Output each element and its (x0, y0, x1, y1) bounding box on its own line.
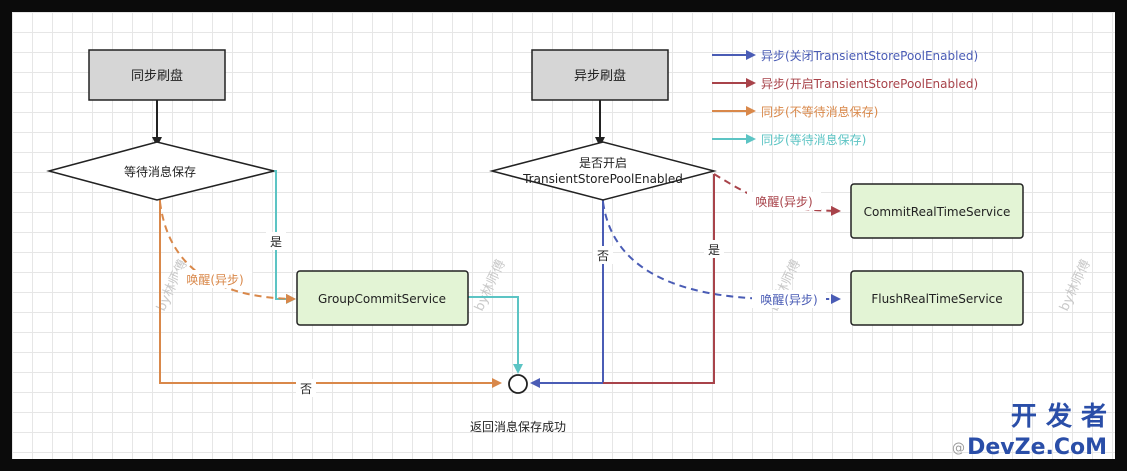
legend: 异步(关闭TransientStorePoolEnabled) 异步(开启Tra… (712, 49, 978, 147)
edge-pool-no-to-end (530, 200, 604, 388)
node-async-flush (531, 49, 669, 101)
edge-label-wake-flush: 唤醒(异步) (760, 293, 817, 307)
node-wait-save-label: 等待消息保存 (124, 164, 196, 179)
node-flush-realtime-label: FlushRealTimeService (871, 292, 1002, 306)
edge-label-wake-left: 唤醒(异步) (186, 273, 243, 287)
node-commit-realtime (850, 183, 1024, 239)
edge-label-no-bottom: 否 (300, 382, 312, 396)
edge-wake-flush (602, 201, 841, 304)
edge-label-yes-right: 是 (708, 243, 720, 257)
edge-wait-no-to-end (159, 200, 502, 388)
brand-line-1: 开 发 者 (1011, 401, 1107, 432)
edge-pool-yes-to-end (603, 174, 715, 384)
flowchart: by林师傅 by林师傅 by林师傅 by林师傅 同步刷盘 异步刷盘 等待消息保存… (46, 49, 1107, 459)
watermark-2: by林师傅 (472, 258, 509, 314)
brand-logo: 开 发 者 @ DevZe.CoM (952, 401, 1107, 459)
node-flush-realtime (850, 270, 1024, 326)
edge-wake-commit (713, 173, 841, 216)
node-pool-enabled-diamond (489, 141, 717, 201)
brand-line-2: DevZe.CoM (967, 435, 1107, 459)
node-pool-enabled-label-1: 是否开启 (579, 156, 627, 170)
edge-label-yes-left: 是 (270, 235, 282, 249)
node-group-commit (296, 270, 469, 326)
node-end-circle (508, 374, 528, 394)
node-pool-enabled-label-2: TransientStorePoolEnabled (522, 172, 683, 186)
edge-group-to-end (468, 296, 523, 374)
legend-label-cyan: 同步(等待消息保存) (761, 132, 866, 147)
node-async-flush-label: 异步刷盘 (574, 68, 626, 84)
watermark-4: by林师傅 (1057, 258, 1094, 314)
brand-prefix: @ (952, 441, 965, 456)
node-sync-flush-label: 同步刷盘 (131, 68, 183, 84)
node-end-label: 返回消息保存成功 (470, 419, 566, 434)
legend-label-orange: 同步(不等待消息保存) (761, 104, 878, 119)
legend-label-red: 异步(开启TransientStorePoolEnabled) (761, 77, 978, 91)
node-commit-realtime-label: CommitRealTimeService (864, 205, 1011, 219)
node-wait-save-diamond (46, 141, 275, 201)
legend-label-blue: 异步(关闭TransientStorePoolEnabled) (761, 49, 978, 63)
node-sync-flush (88, 49, 226, 101)
node-group-commit-label: GroupCommitService (318, 292, 446, 306)
edge-label-wake-top: 唤醒(异步) (755, 195, 812, 209)
edge-label-no-mid: 否 (597, 249, 609, 263)
diagram-canvas: by林师傅 by林师傅 by林师傅 by林师傅 同步刷盘 异步刷盘 等待消息保存… (12, 12, 1115, 459)
